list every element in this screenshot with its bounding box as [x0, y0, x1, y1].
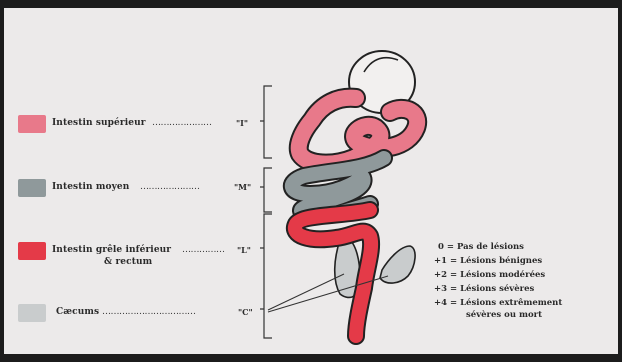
bracket-lower: [264, 214, 272, 338]
score-4: +4 = Lésions extrêmement: [434, 298, 562, 308]
score-0: 0 = Pas de lésions: [438, 242, 524, 252]
caecum-right: [380, 246, 415, 283]
score-4-cont: sévères ou mort: [466, 310, 542, 320]
score-2: +2 = Lésions modérées: [434, 270, 545, 280]
projected-slide: Intestin supérieur ………………… "I" Intestin …: [4, 8, 618, 354]
upper-intestine: [299, 98, 417, 164]
bracket-upper: [264, 86, 272, 158]
score-3: +3 = Lésions sévères: [434, 284, 534, 294]
lower-intestine: [295, 210, 371, 336]
score-1: +1 = Lésions bénignes: [434, 256, 542, 266]
bracket-middle: [264, 168, 272, 212]
